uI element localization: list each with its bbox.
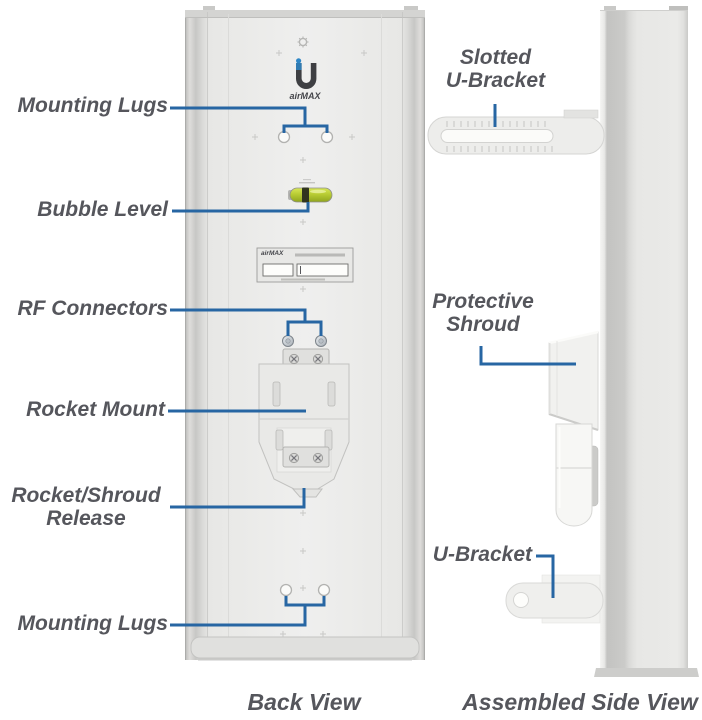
callout-slotted-u-bracket: Slotted U-Bracket xyxy=(428,46,563,92)
rocket-mount xyxy=(258,348,350,498)
leader-mounting-lugs-top xyxy=(170,106,329,133)
rocket-radio xyxy=(555,423,599,527)
caption-back-view: Back View xyxy=(247,689,361,715)
slotted-u-bracket xyxy=(427,109,605,155)
leader-protective-shroud xyxy=(479,346,576,366)
panel-top-tab xyxy=(203,6,215,13)
panel-bottom-lip xyxy=(190,636,420,659)
callout-label-line2: Release xyxy=(46,507,126,530)
gear-icon xyxy=(297,36,309,48)
leader-mounting-lugs-bottom xyxy=(170,596,326,627)
callout-rocket-mount: Rocket Mount xyxy=(0,398,165,421)
leader-rf-connectors xyxy=(170,308,323,336)
side-panel-slab xyxy=(600,10,688,668)
leader-lines xyxy=(168,104,576,627)
airmax-logo-text: airMAX xyxy=(289,91,321,101)
callout-label: U-Bracket xyxy=(432,543,532,566)
callout-label-line2: U-Bracket xyxy=(445,69,546,92)
side-panel-base xyxy=(594,668,699,677)
assembled-side-view xyxy=(427,6,699,677)
label-plate xyxy=(256,247,354,283)
callout-mounting-lugs-top: Mounting Lugs xyxy=(0,94,168,117)
callout-label-line1: Rocket/Shroud xyxy=(11,484,161,507)
plate-barcode-box xyxy=(262,263,294,277)
callout-label-line1: Slotted xyxy=(459,46,532,69)
callout-label: Mounting Lugs xyxy=(17,612,168,635)
callout-protective-shroud: Protective Shroud xyxy=(420,290,546,336)
rocket-shroud-release-tab xyxy=(291,488,323,498)
callout-label: RF Connectors xyxy=(17,297,168,320)
plate-brand-text: airMAX xyxy=(261,250,284,257)
ubiquiti-logo xyxy=(296,58,317,89)
panel-screw-marks xyxy=(252,50,367,637)
callout-rocket-shroud-release: Rocket/Shroud Release xyxy=(0,484,172,530)
callout-label: Bubble Level xyxy=(37,198,168,221)
callout-bubble-level: Bubble Level xyxy=(0,198,168,221)
bracket-hole xyxy=(513,592,529,608)
bracket-slot xyxy=(440,129,554,143)
mount-screws xyxy=(288,353,324,464)
leader-u-bracket xyxy=(536,554,555,598)
rf-connectors xyxy=(282,335,327,347)
callout-mounting-lugs-bottom: Mounting Lugs xyxy=(0,612,168,635)
callout-label-line2: Shroud xyxy=(446,313,520,336)
caption-assembled-side-view: Assembled Side View xyxy=(462,689,698,715)
callout-u-bracket: U-Bracket xyxy=(422,543,532,566)
leader-rocket-shroud-release xyxy=(170,488,306,509)
panel-top-tab xyxy=(404,6,418,13)
bubble-level xyxy=(288,179,333,203)
leader-bubble-level xyxy=(172,202,310,213)
bracket-tick-marks xyxy=(446,121,553,152)
panel-top-tab xyxy=(604,6,616,13)
mounting-lugs-bottom xyxy=(279,583,331,597)
protective-shroud xyxy=(548,330,599,431)
callout-label-line1: Protective xyxy=(432,290,534,313)
callout-label: Mounting Lugs xyxy=(17,94,168,117)
callout-rf-connectors: RF Connectors xyxy=(0,297,168,320)
back-view-panel xyxy=(185,6,425,661)
callout-label: Rocket Mount xyxy=(26,398,165,421)
plate-serial-box xyxy=(296,263,349,277)
